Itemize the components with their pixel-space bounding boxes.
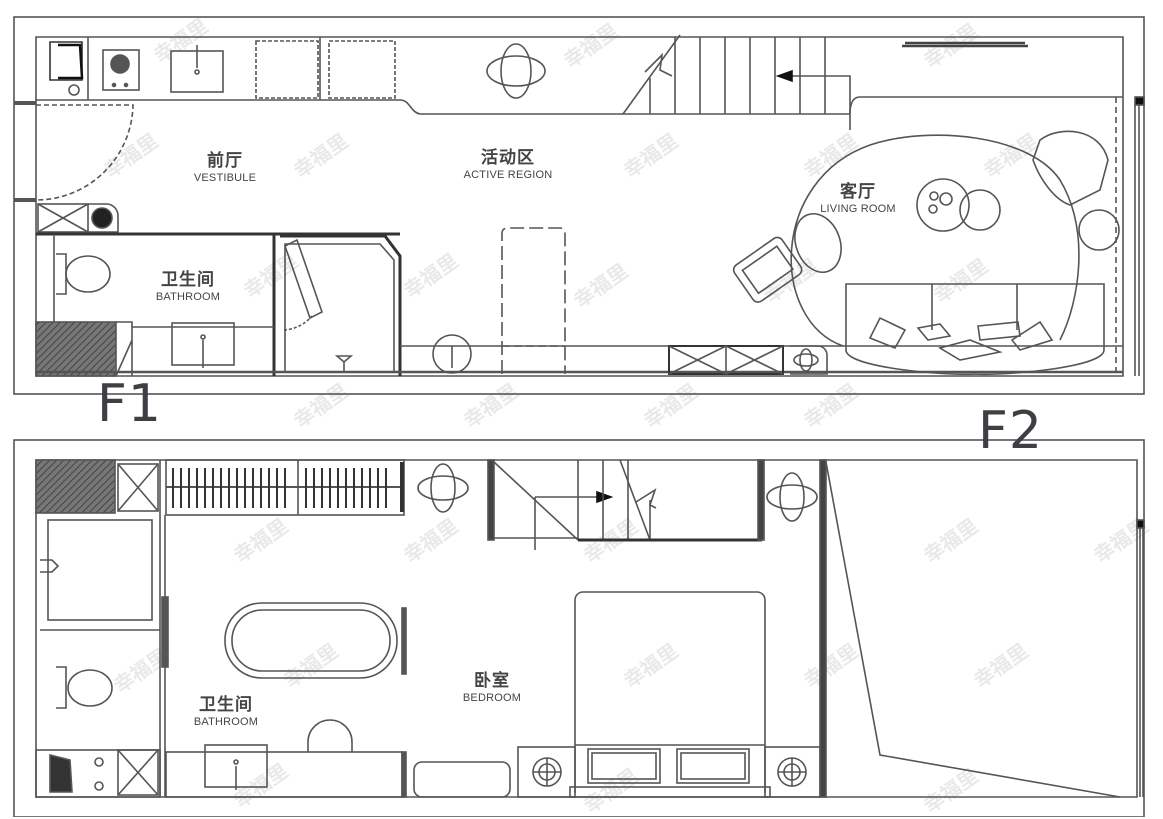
floor-label-f1: F1 — [97, 374, 162, 434]
bench-icon — [413, 761, 511, 798]
shower-hatched — [35, 321, 117, 377]
floor2-outer-wall — [13, 439, 1145, 817]
floor1-plan — [13, 16, 1145, 395]
entrance-door — [14, 101, 134, 202]
room-label-bathroom-f1: 卫生间 BATHROOM — [155, 270, 221, 303]
void-outline — [825, 461, 1121, 798]
ceiling-lamp-icon — [766, 472, 818, 522]
storage-room — [280, 234, 402, 376]
floor1-outer-wall — [13, 16, 1145, 395]
floor2-plan — [13, 439, 1145, 817]
bed — [569, 591, 771, 798]
bathroom-f1 — [35, 232, 400, 377]
toilet-icon — [65, 255, 111, 293]
staircase-f2 — [487, 459, 765, 550]
kitchen-counter — [36, 37, 850, 115]
living-room-furniture — [732, 130, 1120, 376]
window-right-f2 — [1136, 519, 1145, 797]
room-label-active-region: 活动区 ACTIVE REGION — [463, 148, 553, 181]
tv-cabinet — [668, 345, 784, 375]
room-label-living-room: 客厅 LIVING ROOM — [820, 182, 896, 215]
floor-label-f2: F2 — [978, 401, 1043, 461]
arrow-right-icon — [596, 490, 614, 504]
electric-meter-icon — [91, 207, 113, 229]
washbasin-icon — [432, 334, 472, 374]
floor2-inner-wall — [35, 459, 1138, 798]
room-label-bathroom-f2: 卫生间 BATHROOM — [193, 695, 259, 728]
bathroom-f2 — [35, 460, 407, 798]
sofa-icon — [845, 283, 1105, 376]
air-conditioner-icon — [902, 41, 1028, 48]
staircase — [622, 34, 1123, 130]
wardrobe — [165, 459, 405, 516]
coffee-table-icon — [916, 178, 970, 232]
floor1-inner-wall — [35, 36, 1124, 377]
arrow-left-icon — [775, 69, 793, 83]
ceiling-lamp-icon — [417, 463, 469, 513]
shoe-cabinet — [37, 203, 89, 233]
window-right — [1115, 96, 1145, 376]
stove-icon — [102, 49, 140, 91]
meter-box — [88, 203, 119, 233]
bathtub-icon — [224, 602, 398, 679]
ceiling-lamp-icon — [486, 43, 546, 99]
room-label-bedroom: 卧室 BEDROOM — [462, 671, 522, 704]
toilet-icon — [67, 669, 113, 707]
room-label-vestibule: 前厅 VESTIBULE — [193, 151, 257, 184]
